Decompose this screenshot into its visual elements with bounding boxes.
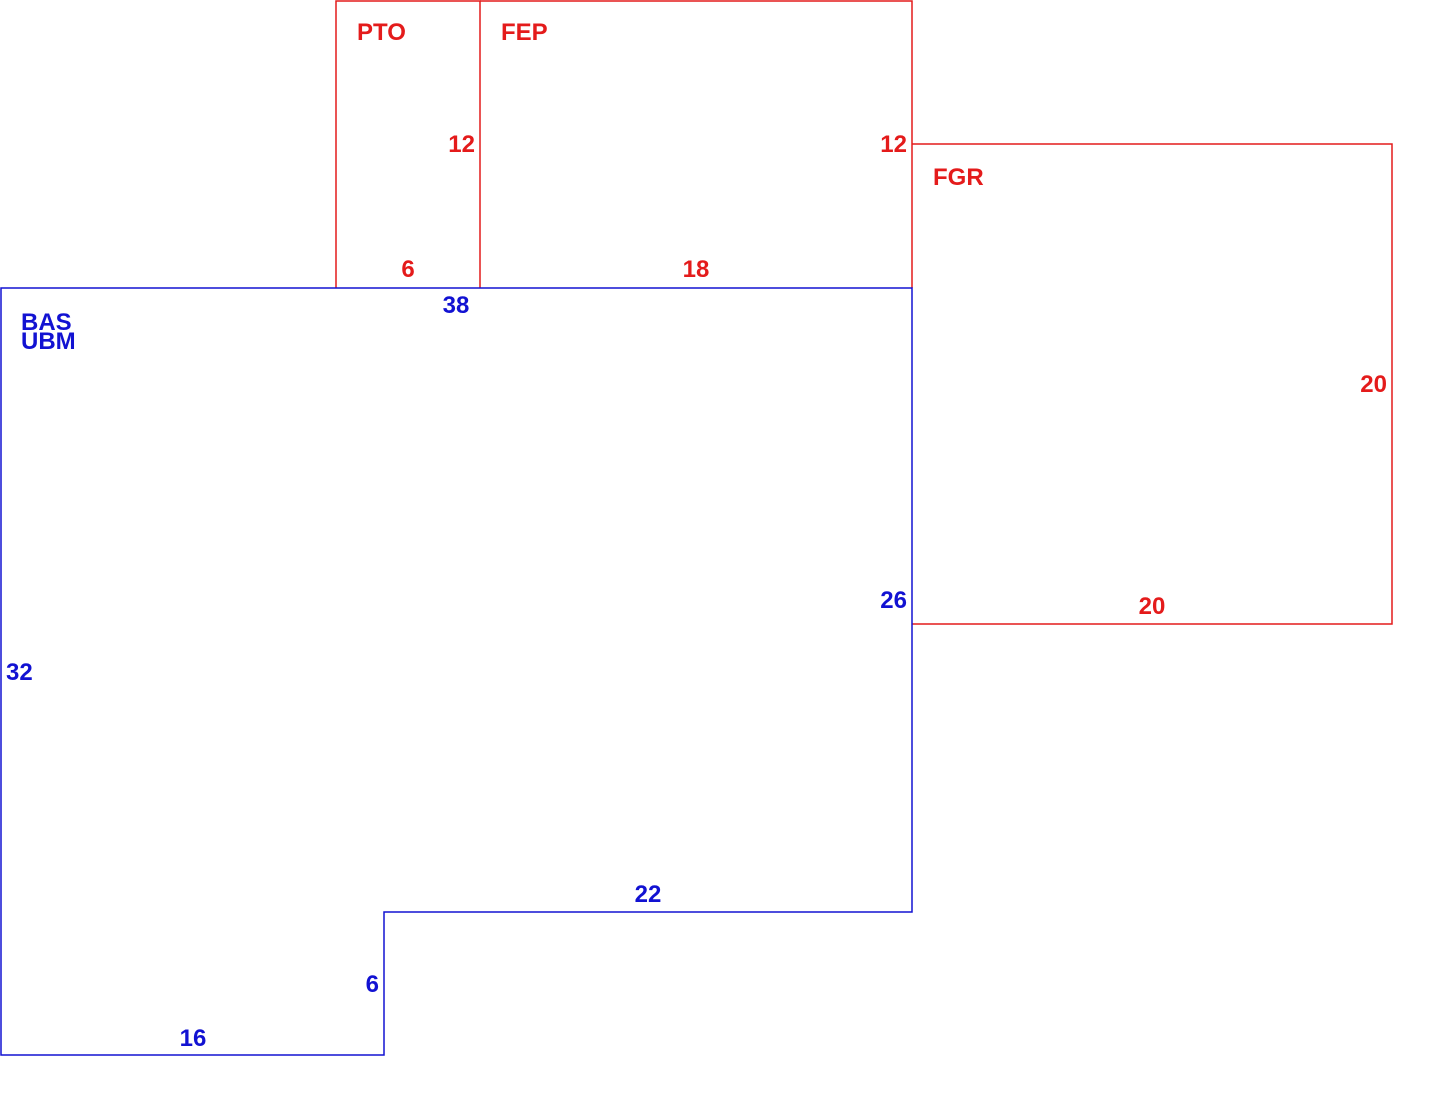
pto-outline (335, 0, 481, 288)
fep-height-dimension: 12 (880, 131, 907, 158)
fgr-width-dimension: 20 (1139, 593, 1166, 620)
fep-outline (480, 0, 913, 288)
bas-inner-step-dimension: 6 (366, 971, 379, 998)
pto-width-dimension: 6 (401, 256, 414, 283)
bas-left-dimension: 32 (6, 659, 33, 686)
bas-area-code: BAS (21, 309, 72, 336)
pto-area-code: PTO (357, 19, 406, 46)
bas-top-dimension: 38 (443, 292, 470, 319)
fep-width-dimension: 18 (683, 256, 710, 283)
fgr-height-dimension: 20 (1360, 371, 1387, 398)
bas-right-dimension: 26 (880, 587, 907, 614)
bas-bottom-dimension: 16 (180, 1025, 207, 1052)
fep-area-code: FEP (501, 19, 548, 46)
ubm-area-code: UBM (21, 328, 76, 355)
bas-outline (0, 287, 913, 1056)
bas-inner-top-dimension: 22 (635, 881, 662, 908)
pto-height-dimension: 12 (448, 131, 475, 158)
fgr-area-code: FGR (933, 164, 984, 191)
fgr-outline (912, 143, 1393, 625)
